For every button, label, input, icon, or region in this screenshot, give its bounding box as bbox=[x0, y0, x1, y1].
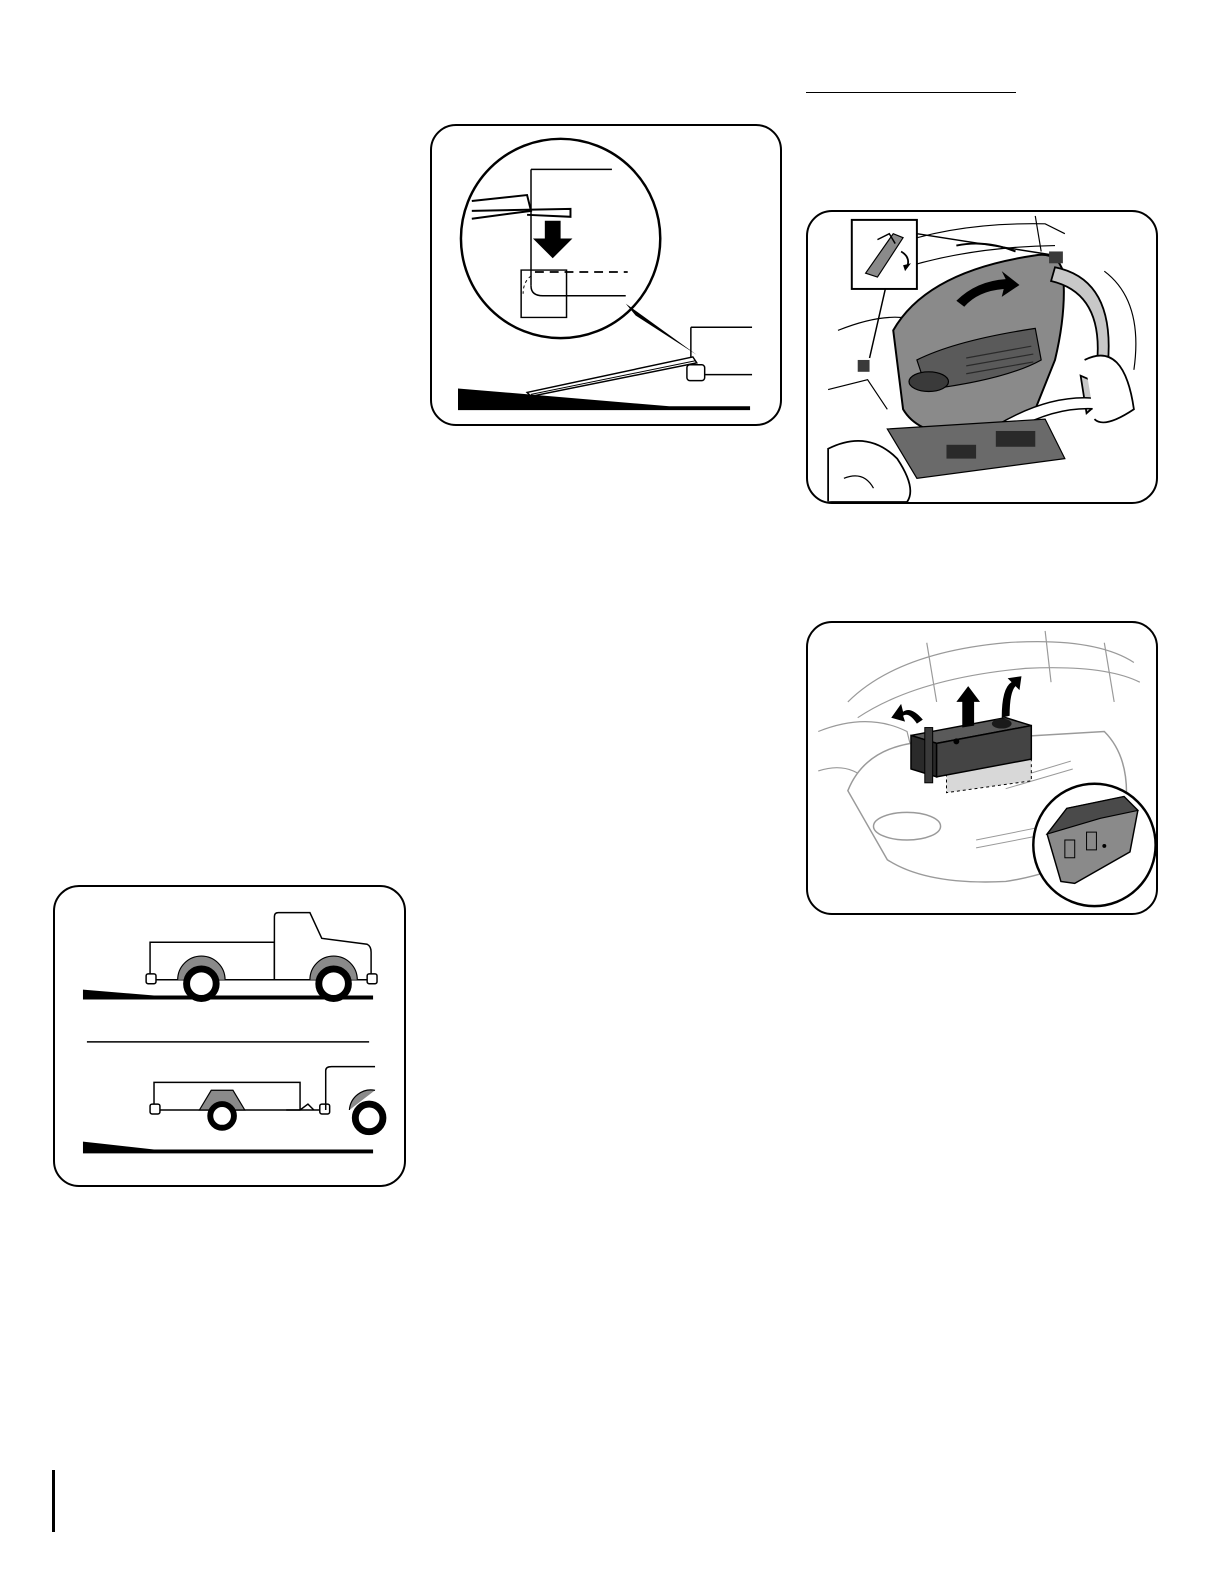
battery-removal-illustration bbox=[808, 623, 1156, 913]
truck-rear-wheel bbox=[187, 969, 217, 999]
page-margin-bar bbox=[52, 1470, 55, 1532]
front-wheel-right bbox=[1085, 356, 1134, 423]
figure-battery-removal bbox=[806, 621, 1158, 915]
front-wheel-left bbox=[828, 441, 910, 502]
section-heading-rule bbox=[806, 92, 1016, 93]
latch-left bbox=[858, 360, 870, 372]
headlight-left bbox=[909, 372, 948, 392]
ground-slope-bottom bbox=[83, 1142, 373, 1154]
hood-release-illustration bbox=[808, 212, 1156, 502]
trailer-icon bbox=[150, 1067, 383, 1132]
figure-hood-release bbox=[806, 210, 1158, 504]
latch-right bbox=[1049, 251, 1063, 263]
ground-slope bbox=[458, 388, 750, 410]
figure-towing-vehicles bbox=[53, 885, 406, 1187]
tow-vehicle-wheel bbox=[355, 1104, 383, 1132]
battery-strap bbox=[925, 728, 933, 783]
chassis-detail bbox=[887, 419, 1065, 478]
terminal-arrow-icon bbox=[1002, 676, 1022, 717]
figure-ramp-detail bbox=[430, 124, 782, 426]
strap-arrow-icon bbox=[891, 704, 923, 724]
truck-front-wheel bbox=[319, 969, 349, 999]
trailer-wheel bbox=[210, 1104, 234, 1128]
towing-vehicles-illustration bbox=[55, 887, 404, 1185]
ramp-detail-illustration bbox=[432, 126, 780, 424]
up-arrow-icon bbox=[956, 686, 980, 727]
callout-pointer bbox=[626, 304, 697, 355]
truck-icon bbox=[146, 913, 377, 999]
